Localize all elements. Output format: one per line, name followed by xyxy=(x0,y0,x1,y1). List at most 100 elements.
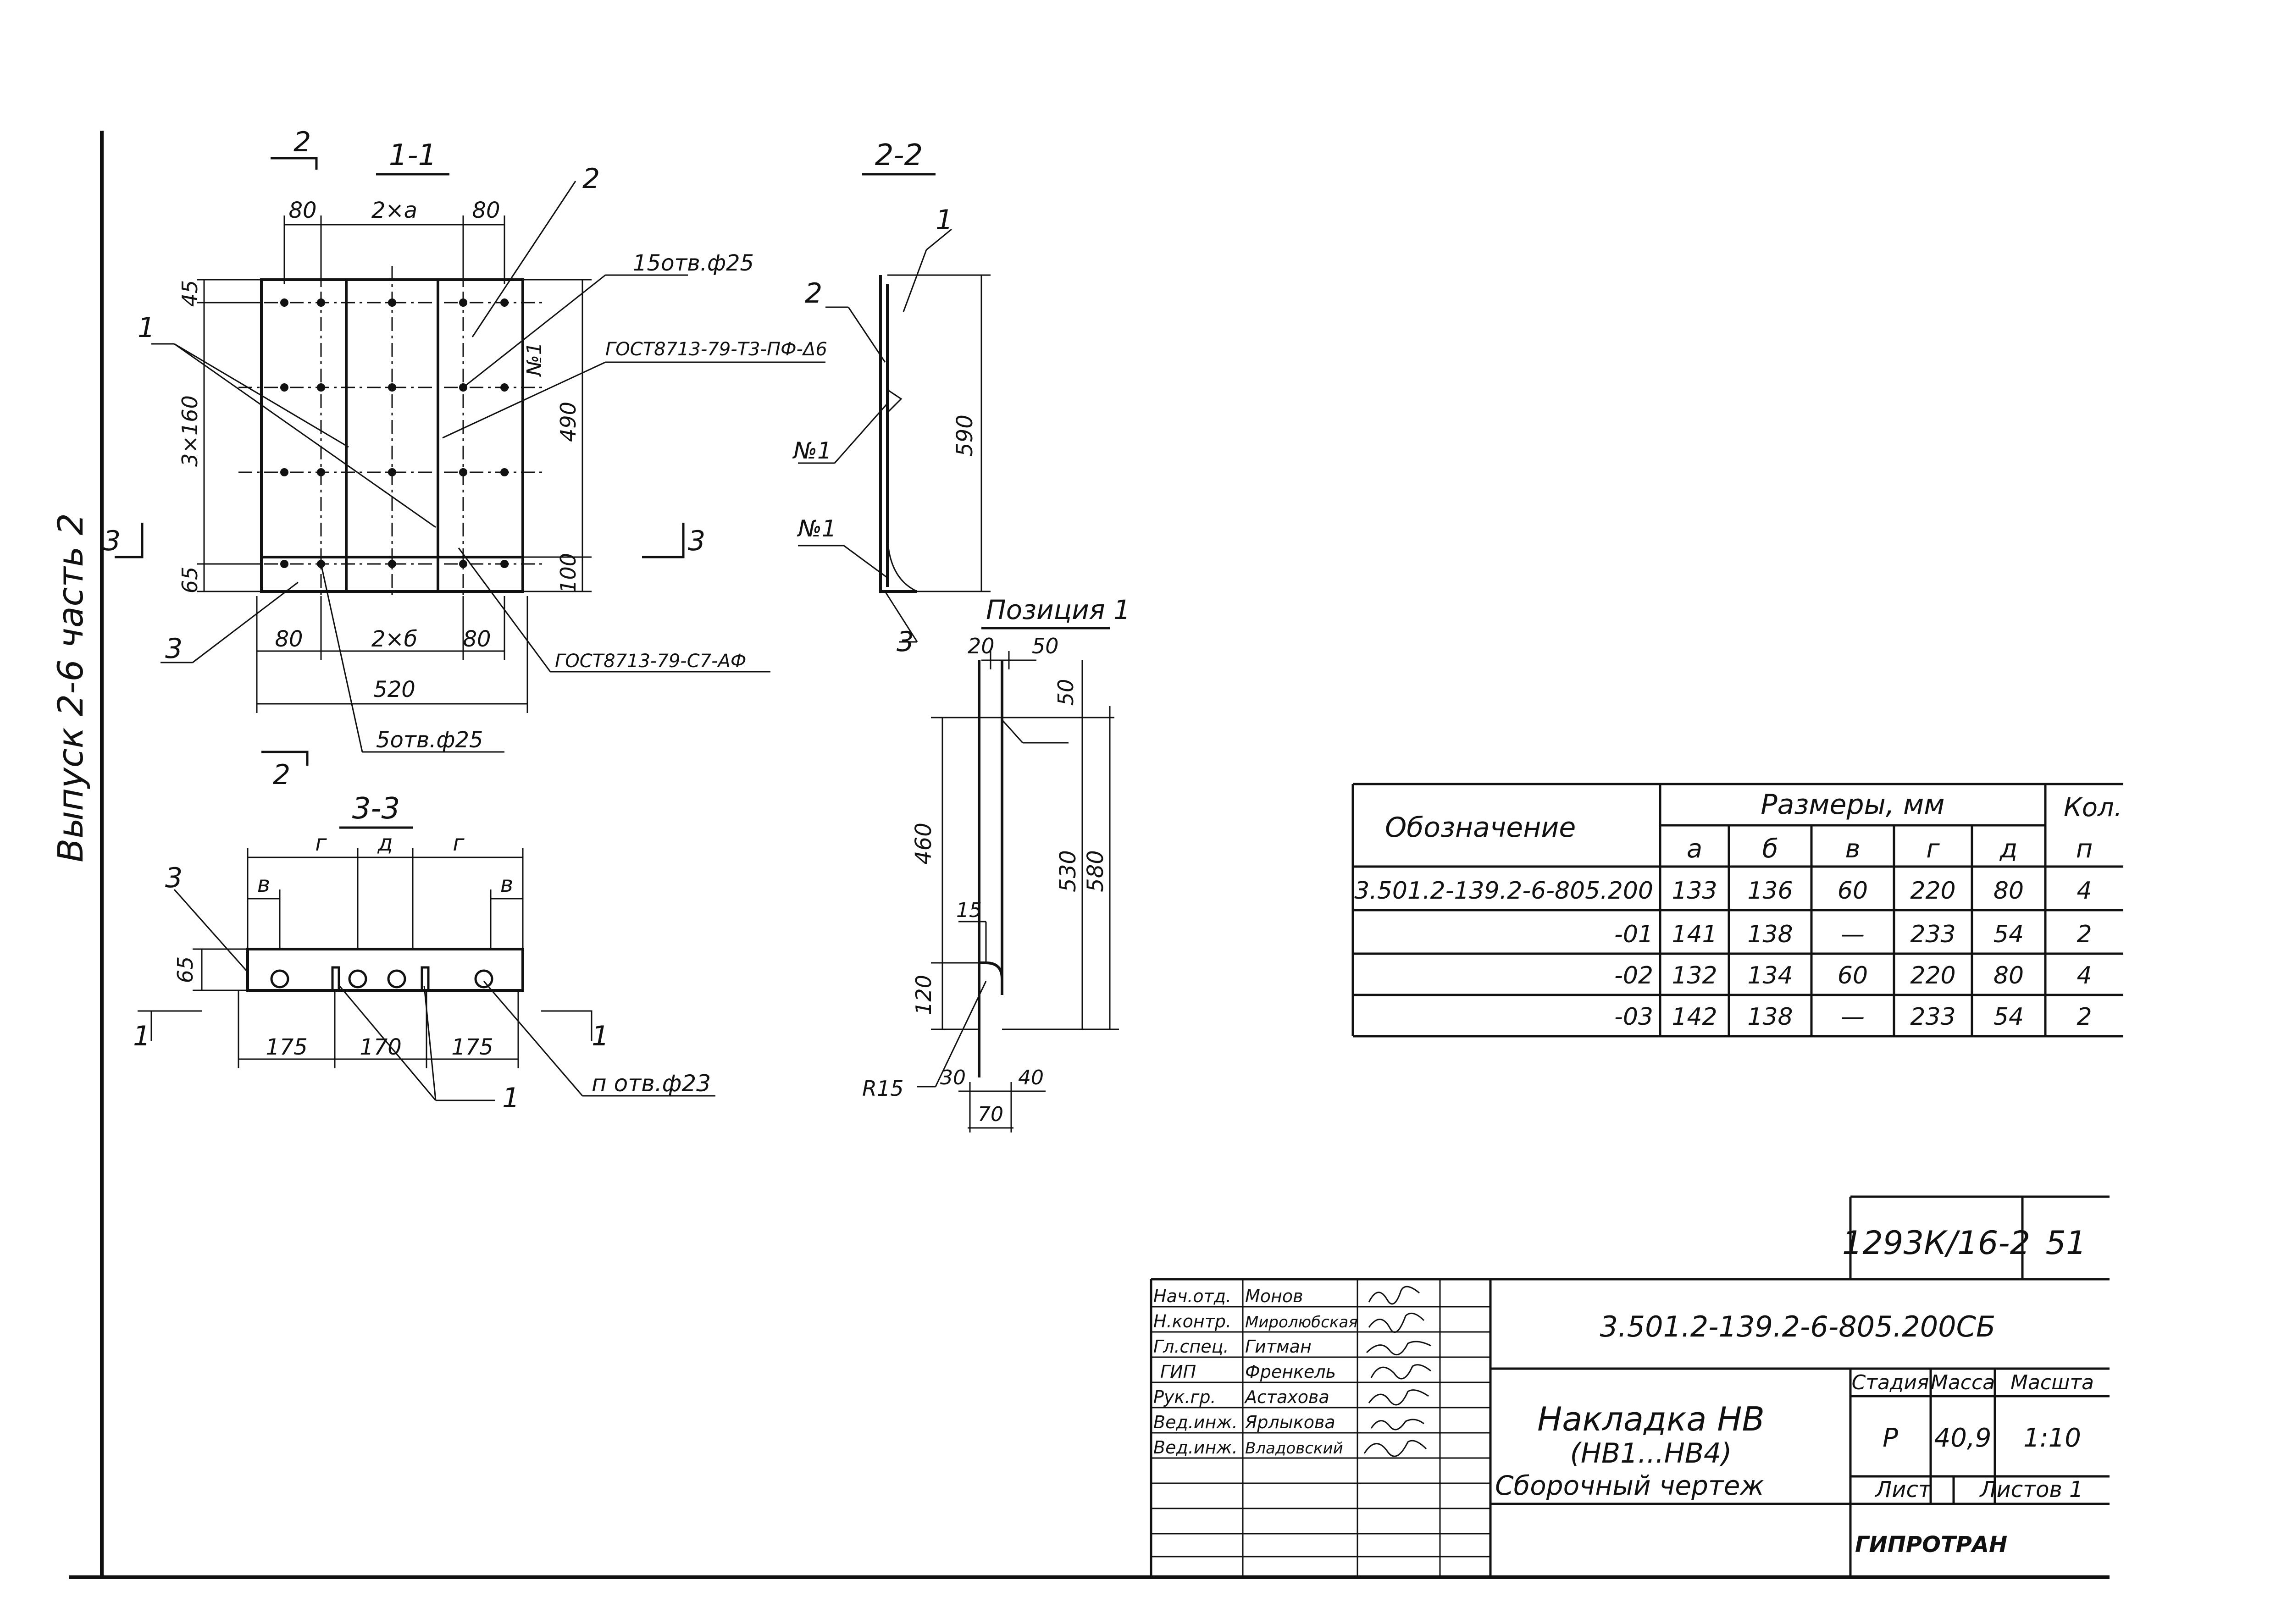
signatures xyxy=(1363,1286,1431,1457)
dim-right-490: 490 xyxy=(556,402,581,442)
position-mark-1: №1 xyxy=(523,342,546,377)
section-3-3-holes xyxy=(270,966,493,992)
section-2-2-title: 2-2 xyxy=(875,138,923,172)
role-label: ГИП xyxy=(1160,1362,1196,1382)
position-mark-2-2-a: №1 xyxy=(792,437,832,464)
sheet-frame xyxy=(69,131,2110,1579)
dim-left-65: 65 xyxy=(177,567,202,594)
table-cell: — xyxy=(1841,921,1865,948)
dim-2-2-590: 590 xyxy=(952,414,978,457)
table-cell: 138 xyxy=(1747,921,1793,948)
table-row: -02 132 134 60 220 80 4 xyxy=(1614,962,2092,989)
dim-top-80-left: 80 xyxy=(288,198,316,223)
pos1-dim-120: 120 xyxy=(911,975,936,1015)
table-row: 3.501.2-139.2-6-805.200 133 136 60 220 8… xyxy=(1354,877,2092,905)
dim-left-3x160: 3×160 xyxy=(177,395,202,467)
table-cell: 80 xyxy=(1994,962,2024,989)
table-cell: — xyxy=(1841,1003,1865,1031)
stage-label: Стадия xyxy=(1852,1371,1929,1394)
pos1-dim-460: 460 xyxy=(911,823,936,865)
table-cell: 3.501.2-139.2-6-805.200 xyxy=(1354,877,1653,905)
table-sub-b: б xyxy=(1762,834,1778,864)
section-1-1: 1-1 2 2 3 3 xyxy=(103,126,827,791)
note-holes-3-3: п отв.ф23 xyxy=(592,1070,711,1097)
dim-3-3-v-right: в xyxy=(500,872,513,897)
table-sub-d: д xyxy=(1999,834,2018,864)
mass-label: Масса xyxy=(1931,1371,1995,1394)
role-label: Рук.гр. xyxy=(1153,1387,1216,1407)
table-cell: 233 xyxy=(1910,921,1955,948)
section-2-2: 2-2 1 2 3 №1 №1 590 xyxy=(792,138,991,658)
document-code: 3.501.2-139.2-6-805.200СБ xyxy=(1600,1310,1996,1343)
dim-3-3-170: 170 xyxy=(360,1034,402,1060)
callout-3-3-1: 1 xyxy=(502,1082,520,1114)
pos1-dim-50-top: 50 xyxy=(1032,634,1059,658)
cut-mark-1-right: 1 xyxy=(592,1020,609,1052)
title-block: 1293К/16-2 51 3.501.2-139.2-6-805.200СБ … xyxy=(1150,1195,2110,1577)
organization: ГИПРОТРАН xyxy=(1855,1532,2007,1558)
table-sub-a: а xyxy=(1687,834,1702,864)
cut-mark-2-top: 2 xyxy=(293,126,311,158)
dim-3-3-v-left: в xyxy=(257,872,270,897)
dim-top-80-right: 80 xyxy=(472,198,500,223)
pos1-dim-530: 530 xyxy=(1055,850,1081,892)
dim-3-3-g-left: г xyxy=(315,830,327,856)
callout-2-2-2: 2 xyxy=(805,277,822,309)
note-weld-bottom: ГОСТ8713-79-С7-АФ xyxy=(555,651,746,672)
person-name: Миролюбская xyxy=(1245,1313,1358,1331)
sheet-number: 51 xyxy=(2045,1224,2086,1262)
table-cell: 220 xyxy=(1910,877,1955,905)
dim-right-100: 100 xyxy=(556,553,581,593)
table-header-sizes: Размеры, мм xyxy=(1761,789,1944,821)
dim-top-2xa: 2×а xyxy=(371,198,417,223)
role-label: Нач.отд. xyxy=(1153,1286,1231,1306)
table-sub-g: г xyxy=(1926,834,1940,864)
dim-bottom-80-right: 80 xyxy=(463,626,491,652)
table-cell: -01 xyxy=(1614,921,1653,948)
table-cell: 220 xyxy=(1910,962,1955,989)
table-cell: 134 xyxy=(1747,962,1793,989)
table-cell: 60 xyxy=(1838,962,1868,989)
person-name: Ярлыкова xyxy=(1245,1412,1335,1432)
table-cell: 233 xyxy=(1910,1003,1955,1031)
cut-mark-3-left: 3 xyxy=(103,525,121,557)
position-1-title: Позиция 1 xyxy=(986,594,1130,625)
table-cell: 2 xyxy=(2077,921,2092,948)
role-label: Вед.инж. xyxy=(1153,1412,1238,1432)
table-sub-v: в xyxy=(1845,834,1860,864)
dim-overall-520: 520 xyxy=(373,677,415,702)
table-header-qty: Кол. xyxy=(2064,793,2122,823)
cut-mark-2-bottom: 2 xyxy=(273,759,290,791)
cut-mark-3-right: 3 xyxy=(688,525,705,557)
dim-3-3-g-right: г xyxy=(453,830,465,856)
table-cell: -02 xyxy=(1614,962,1653,989)
person-name: Монов xyxy=(1245,1286,1303,1306)
note-holes-top: 15отв.ф25 xyxy=(633,250,754,276)
table-cell: 136 xyxy=(1747,877,1793,905)
table-cell: 80 xyxy=(1994,877,2024,905)
position-mark-2-2-b: №1 xyxy=(797,515,836,542)
callout-3-3-3: 3 xyxy=(165,862,183,894)
person-name: Владовский xyxy=(1245,1439,1343,1458)
table-cell: 2 xyxy=(2077,1003,2092,1031)
dim-3-3-d: д xyxy=(377,830,393,856)
callout-2: 2 xyxy=(582,163,600,195)
dim-bottom-80-left: 80 xyxy=(275,626,303,652)
table-sub-p: п xyxy=(2076,834,2093,864)
mass-value: 40,9 xyxy=(1934,1423,1992,1453)
callout-2-2-3: 3 xyxy=(897,626,914,658)
dim-3-3-175-right: 175 xyxy=(451,1034,493,1060)
person-name: Френкель xyxy=(1245,1362,1336,1382)
title-line1: Накладка НВ xyxy=(1537,1400,1765,1438)
cut-mark-1-left: 1 xyxy=(133,1020,150,1052)
table-cell: 133 xyxy=(1672,877,1717,905)
role-label: Гл.спец. xyxy=(1153,1337,1229,1357)
callout-1: 1 xyxy=(138,312,155,344)
table-cell: 138 xyxy=(1747,1003,1793,1031)
pos1-dim-30: 30 xyxy=(940,1066,966,1089)
pos1-dim-70: 70 xyxy=(978,1103,1003,1126)
pos1-dim-50-right: 50 xyxy=(1053,679,1078,706)
note-weld-top: ГОСТ8713-79-Т3-ПФ-Δ6 xyxy=(605,339,827,360)
pos1-dim-20: 20 xyxy=(968,634,995,658)
bolt-holes xyxy=(280,298,509,568)
